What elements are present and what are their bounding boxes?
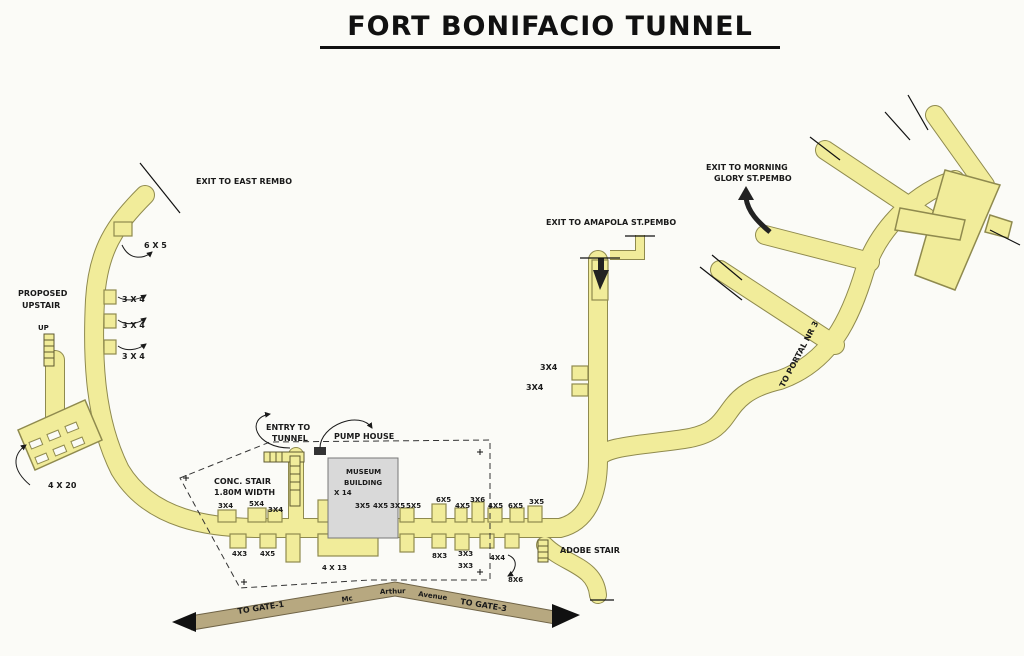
room-s2: 4X5 bbox=[260, 550, 275, 558]
map-labels: EXIT TO EAST REMBO EXIT TO AMAPOLA ST.PE… bbox=[18, 163, 820, 616]
room-b7: 5X5 bbox=[406, 502, 421, 510]
leader-lines bbox=[15, 244, 516, 577]
portal-junction bbox=[894, 169, 1013, 291]
room-s8: 8X6 bbox=[508, 576, 523, 584]
room-b6: 3X5 bbox=[390, 502, 405, 510]
room-b1: 3X4 bbox=[218, 502, 233, 510]
label-exit-morning-glory-2: GLORY ST.PEMBO bbox=[714, 174, 792, 183]
museum-building bbox=[327, 457, 399, 539]
room-b13: 3X5 bbox=[529, 498, 544, 506]
exit-break-lines bbox=[139, 94, 1021, 601]
room-3x4-a: 3 X 4 bbox=[122, 295, 145, 304]
label-conc-stair-2: 1.80M WIDTH bbox=[214, 488, 275, 497]
left-side-rooms bbox=[103, 221, 133, 355]
room-b12: 6X5 bbox=[508, 502, 523, 510]
room-b10: 3X6 bbox=[470, 496, 485, 504]
room-s6: 3X3 bbox=[458, 562, 473, 570]
mc-arthur-avenue bbox=[172, 581, 580, 632]
amapola-exit bbox=[580, 235, 655, 301]
room-3x4-right-b: 3X4 bbox=[526, 383, 544, 392]
room-block-4x20 bbox=[17, 399, 103, 471]
road-mc: Mc bbox=[341, 594, 353, 604]
concrete-stair bbox=[263, 451, 305, 507]
label-exit-east-rembo: EXIT TO EAST REMBO bbox=[196, 177, 292, 186]
pump-house bbox=[314, 447, 326, 455]
label-pump-house: PUMP HOUSE bbox=[334, 432, 394, 441]
label-exit-morning-glory-1: EXIT TO MORNING bbox=[706, 163, 788, 172]
room-s4: 8X3 bbox=[432, 552, 447, 560]
tunnel-network bbox=[45, 105, 995, 604]
room-6x5: 6 X 5 bbox=[144, 241, 167, 250]
room-s1: 4X3 bbox=[232, 550, 247, 558]
road-arthur: Arthur bbox=[380, 587, 406, 596]
label-adobe-stair: ADOBE STAIR bbox=[560, 546, 620, 555]
label-entry-1: ENTRY TO bbox=[266, 423, 310, 432]
label-proposed-1: PROPOSED bbox=[18, 289, 68, 298]
label-museum-2: BUILDING bbox=[344, 479, 382, 487]
label-museum-1: MUSEUM bbox=[346, 468, 381, 476]
room-b8: 6X5 bbox=[436, 496, 451, 504]
proposed-upstair bbox=[43, 333, 55, 367]
label-up: UP bbox=[38, 324, 49, 332]
room-b3: 3X4 bbox=[268, 506, 283, 514]
morning-glory-exit-arrow bbox=[738, 186, 772, 234]
label-m14: X 14 bbox=[334, 489, 352, 497]
room-s7: 4X4 bbox=[490, 554, 505, 562]
label-conc-stair-1: CONC. STAIR bbox=[214, 477, 271, 486]
room-b5: 4X5 bbox=[373, 502, 388, 510]
label-exit-amapola: EXIT TO AMAPOLA ST.PEMBO bbox=[546, 218, 676, 227]
room-b9: 4X5 bbox=[455, 502, 470, 510]
label-proposed-2: UPSTAIR bbox=[22, 301, 60, 310]
room-4x20: 4 X 20 bbox=[48, 481, 77, 490]
adobe-stair bbox=[537, 539, 549, 563]
room-3x4-b: 3 X 4 bbox=[122, 321, 145, 330]
room-b4: 3X5 bbox=[355, 502, 370, 510]
room-s3: 4 X 13 bbox=[322, 564, 347, 572]
room-3x4-right-a: 3X4 bbox=[540, 363, 558, 372]
room-b2: 5X4 bbox=[249, 500, 264, 508]
label-entry-2: TUNNEL bbox=[272, 434, 308, 443]
room-b11: 4X5 bbox=[488, 502, 503, 510]
room-3x4-c: 3 X 4 bbox=[122, 352, 145, 361]
survey-marks bbox=[183, 449, 483, 585]
room-s5: 3X3 bbox=[458, 550, 473, 558]
map-title: FORT BONIFACIO TUNNEL bbox=[320, 10, 780, 49]
